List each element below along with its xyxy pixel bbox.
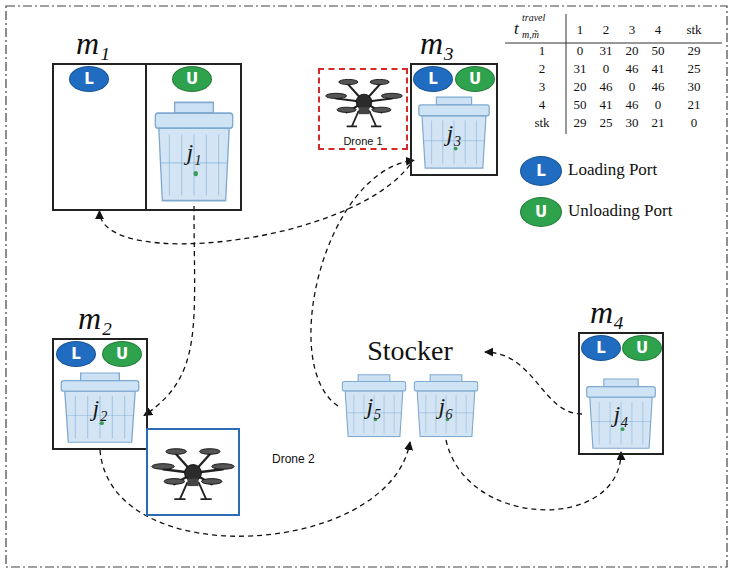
- machine-name: m₃: [420, 25, 454, 61]
- table-rule: [566, 14, 567, 134]
- table-cell: stk: [676, 22, 712, 38]
- flow-arrow: [446, 440, 621, 510]
- machine-name: m₄: [590, 294, 624, 330]
- table-cell: 25: [676, 61, 712, 77]
- port-circle: U: [622, 335, 662, 361]
- table-subscript: m,m̃: [522, 29, 539, 41]
- legend-swatch: L: [520, 156, 562, 186]
- table-cell: 2: [524, 61, 560, 77]
- table-cell: 0: [640, 97, 676, 113]
- table-cell: 41: [640, 61, 676, 77]
- outer-frame: [6, 6, 727, 567]
- table-cell: 4: [524, 97, 560, 113]
- legend-text: Unloading Port: [568, 200, 672, 222]
- table-cell: 20: [562, 79, 598, 95]
- port-letter: U: [186, 70, 198, 88]
- job-name: j₅: [366, 393, 381, 420]
- table-cell: 25: [588, 115, 624, 131]
- table-cell: 0: [614, 79, 650, 95]
- table-cell: 30: [676, 79, 712, 95]
- machine-box: m₃LUj₃: [410, 63, 498, 176]
- job-carrier: j₃: [414, 94, 494, 172]
- job-name: j₁: [186, 139, 201, 166]
- table-cell: 1: [524, 43, 560, 59]
- machine-name: m₂: [78, 300, 112, 336]
- table-cell: 21: [640, 115, 676, 131]
- legend-swatch: U: [520, 197, 562, 227]
- table-cell: 30: [614, 115, 650, 131]
- table-cell: 46: [614, 61, 650, 77]
- table-cell: 29: [676, 43, 712, 59]
- port-circle: L: [581, 335, 621, 361]
- table-cell: 46: [614, 97, 650, 113]
- job-carrier: j₁: [150, 98, 238, 206]
- legend-letter: L: [536, 162, 546, 180]
- port-letter: U: [116, 345, 128, 363]
- port-circle: U: [455, 66, 495, 92]
- port-divider: [145, 65, 147, 209]
- table-cell: 2: [588, 22, 624, 38]
- port-letter: L: [84, 70, 94, 88]
- machine-box: m₂LUj₂: [52, 338, 148, 450]
- table-cell: 50: [640, 43, 676, 59]
- port-circle: L: [413, 66, 453, 92]
- job-carrier: j₆: [410, 372, 482, 440]
- machine-name: m₁: [76, 25, 110, 61]
- drone-box: Drone 2: [146, 428, 240, 516]
- table-cell: 21: [676, 97, 712, 113]
- port-letter: L: [71, 345, 81, 363]
- job-carrier: j₂: [56, 370, 144, 446]
- table-cell: 29: [562, 115, 598, 131]
- job-name: j₆: [438, 393, 453, 420]
- table-cell: 50: [562, 97, 598, 113]
- port-letter: U: [469, 70, 481, 88]
- job-name: j₄: [613, 401, 628, 428]
- port-letter: L: [428, 70, 438, 88]
- table-cell: 3: [614, 22, 650, 38]
- legend-text: Loading Port: [568, 159, 657, 181]
- table-cell: 3: [524, 79, 560, 95]
- table-superscript: travel: [522, 12, 545, 24]
- table-cell: 1: [562, 22, 598, 38]
- drone-icon: [152, 449, 234, 499]
- job-carrier: j₅: [338, 372, 410, 440]
- table-cell: 46: [588, 79, 624, 95]
- port-circle: U: [102, 341, 142, 367]
- drone-name: Drone 1: [320, 135, 406, 147]
- table-cell: 41: [588, 97, 624, 113]
- job-carrier: j₄: [582, 376, 660, 452]
- table-cell: 20: [614, 43, 650, 59]
- flow-arrow: [485, 352, 582, 414]
- table-cell: 31: [588, 43, 624, 59]
- table-cell: 0: [588, 61, 624, 77]
- machine-box: m₁LUj₁: [52, 63, 242, 211]
- job-name: j₂: [92, 395, 107, 422]
- table-cell: 31: [562, 61, 598, 77]
- flow-arrow: [311, 160, 414, 406]
- table-cell: 46: [640, 79, 676, 95]
- table-cell: 0: [562, 43, 598, 59]
- table-cell: 4: [640, 22, 676, 38]
- drone-icon: [326, 79, 403, 126]
- drone-name: Drone 2: [272, 452, 315, 466]
- table-symbol: t: [514, 19, 519, 39]
- stocker-name: Stocker: [335, 335, 485, 367]
- table-cell: stk: [524, 115, 560, 131]
- port-letter: U: [636, 339, 648, 357]
- port-letter: L: [596, 339, 606, 357]
- drone-box: Drone 1: [318, 68, 408, 150]
- port-circle: L: [56, 341, 96, 367]
- port-circle: L: [69, 66, 109, 92]
- legend-letter: U: [535, 203, 547, 221]
- machine-box: m₄LUj₄: [578, 332, 664, 455]
- stocker-area: Stocker j₅ j₆: [335, 335, 485, 442]
- port-circle: U: [172, 66, 212, 92]
- flow-arrow: [144, 206, 195, 416]
- job-name: j₃: [446, 120, 461, 147]
- table-cell: 0: [676, 115, 712, 131]
